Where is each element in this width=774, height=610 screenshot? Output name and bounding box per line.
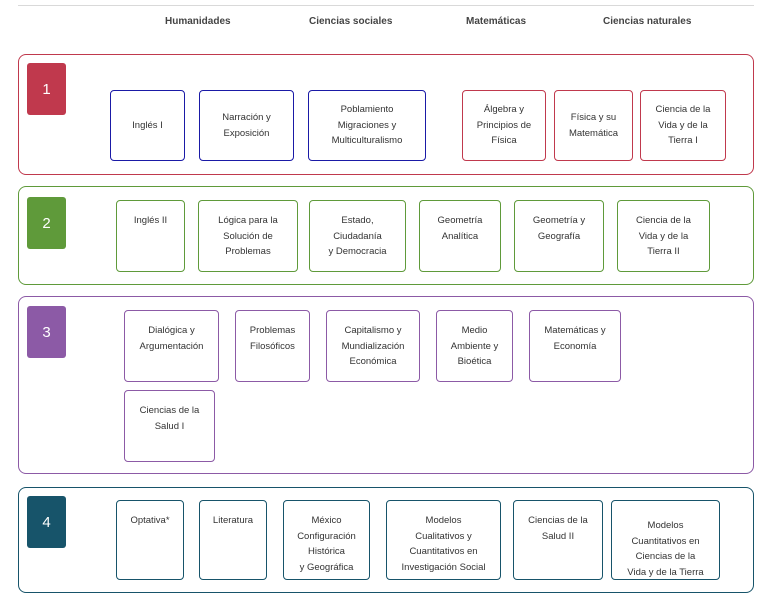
course-medio-ambiente[interactable]: Medio Ambiente y Bioética — [436, 310, 513, 382]
course-algebra-fisica[interactable]: Álgebra y Principios de Física — [462, 90, 546, 161]
course-label: Modelos Cualitativos y Cuantitativos en … — [401, 515, 486, 573]
course-label: Ciencias de la Salud II — [528, 515, 588, 542]
course-label: Narración y Exposición — [222, 112, 271, 139]
course-optativa[interactable]: Optativa* — [116, 500, 184, 580]
course-logica[interactable]: Lógica para la Solución de Problemas — [198, 200, 298, 272]
course-label: Inglés I — [132, 119, 163, 131]
course-label: Dialógica y Argumentación — [139, 325, 204, 352]
course-label: Estado, Ciudadanía y Democracia — [328, 215, 387, 257]
course-geometria-geografia[interactable]: Geometría y Geografía — [514, 200, 604, 272]
column-header-ciencias-sociales: Ciencias sociales — [309, 16, 393, 27]
top-divider — [18, 5, 754, 6]
semester-1-badge: 1 — [27, 63, 66, 115]
course-poblamiento-migraciones[interactable]: Poblamiento Migraciones y Multiculturali… — [308, 90, 426, 161]
course-ingles-2[interactable]: Inglés II — [116, 200, 185, 272]
course-narracion-exposicion[interactable]: Narración y Exposición — [199, 90, 294, 161]
course-ingles-1[interactable]: Inglés I — [110, 90, 185, 161]
course-label: Literatura — [212, 515, 254, 526]
course-mexico-configuracion[interactable]: México Configuración Histórica y Geográf… — [283, 500, 370, 580]
semester-3-badge: 3 — [27, 306, 66, 358]
semester-2-badge: 2 — [27, 197, 66, 249]
course-estado-ciudadania[interactable]: Estado, Ciudadanía y Democracia — [309, 200, 406, 272]
course-capitalismo[interactable]: Capitalismo y Mundialización Económica — [326, 310, 420, 382]
course-label: Matemáticas y Economía — [544, 325, 606, 352]
course-label: Problemas Filosóficos — [249, 325, 296, 352]
course-label: Modelos Cuantitativos en Ciencias de la … — [627, 520, 704, 578]
course-label: Lógica para la Solución de Problemas — [218, 215, 278, 257]
course-ciencias-salud-1[interactable]: Ciencias de la Salud I — [124, 390, 215, 462]
course-literatura[interactable]: Literatura — [199, 500, 267, 580]
course-label: Álgebra y Principios de Física — [476, 104, 532, 147]
course-label: Medio Ambiente y Bioética — [450, 325, 499, 367]
course-ciencias-salud-2[interactable]: Ciencias de la Salud II — [513, 500, 603, 580]
course-label: Inglés II — [133, 215, 168, 226]
course-fisica-matematica[interactable]: Física y su Matemática — [554, 90, 633, 161]
course-modelos-investigacion-social[interactable]: Modelos Cualitativos y Cuantitativos en … — [386, 500, 501, 580]
column-header-matematicas: Matemáticas — [466, 16, 527, 27]
course-label: Capitalismo y Mundialización Económica — [341, 325, 405, 367]
course-geometria-analitica[interactable]: Geometría Analítica — [419, 200, 501, 272]
course-label: Geometría y Geografía — [532, 215, 586, 242]
column-header-humanidades: Humanidades — [165, 16, 231, 27]
course-label: México Configuración Histórica y Geográf… — [297, 515, 356, 573]
course-label: Física y su Matemática — [568, 112, 619, 139]
course-label: Ciencias de la Salud I — [139, 405, 200, 432]
course-dialogica[interactable]: Dialógica y Argumentación — [124, 310, 219, 382]
course-problemas-filosoficos[interactable]: Problemas Filosóficos — [235, 310, 310, 382]
column-header-ciencias-naturales: Ciencias naturales — [603, 16, 692, 27]
course-ciencia-vida-tierra-1[interactable]: Ciencia de la Vida y de la Tierra I — [640, 90, 726, 161]
course-label: Ciencia de la Vida y de la Tierra II — [636, 215, 691, 257]
course-label: Geometría Analítica — [437, 215, 483, 242]
semester-4-badge: 4 — [27, 496, 66, 548]
course-ciencia-vida-tierra-2[interactable]: Ciencia de la Vida y de la Tierra II — [617, 200, 710, 272]
course-label: Optativa* — [130, 515, 170, 526]
course-label: Poblamiento Migraciones y Multiculturali… — [331, 104, 403, 147]
course-label: Ciencia de la Vida y de la Tierra I — [655, 104, 711, 147]
course-modelos-vida-tierra[interactable]: Modelos Cuantitativos en Ciencias de la … — [611, 500, 720, 580]
course-matematicas-economia[interactable]: Matemáticas y Economía — [529, 310, 621, 382]
